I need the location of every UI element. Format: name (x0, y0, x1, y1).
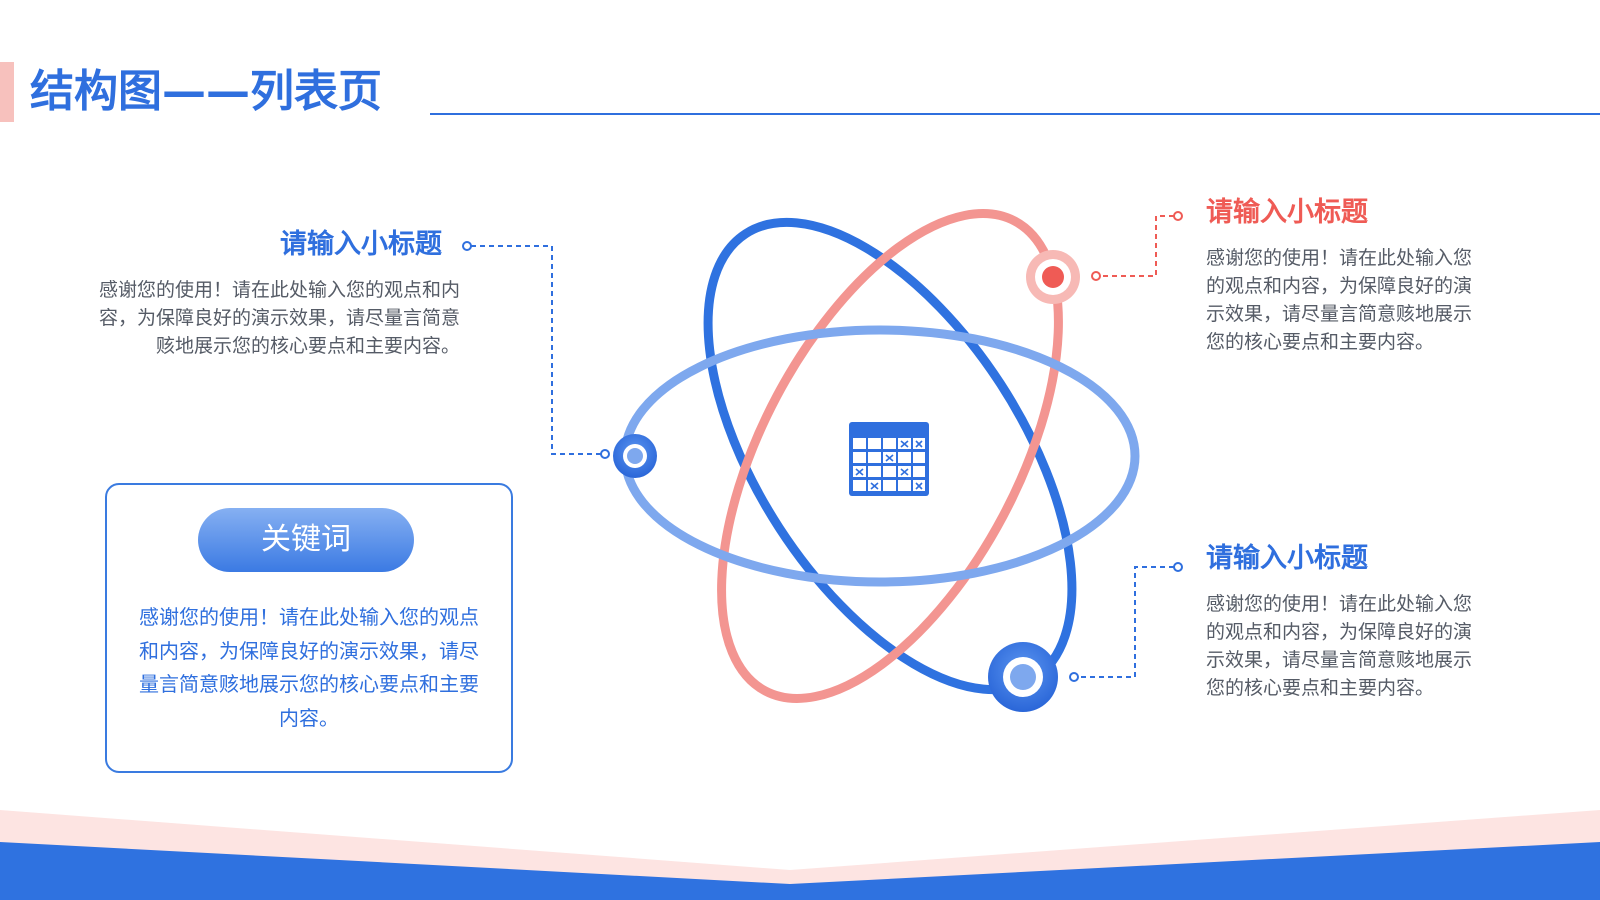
keyword-pill: 关键词 (198, 508, 414, 572)
connector-bottom-right (1078, 566, 1174, 678)
connector-dot-tr-node (1091, 271, 1101, 281)
right-top-description: 感谢您的使用！请在此处输入您的观点和内容，为保障良好的演示效果，请尽量言简意赅地… (1206, 247, 1473, 353)
keyword-card (105, 483, 513, 773)
connector-dot-br (1173, 562, 1183, 572)
orbit-node-left (613, 434, 657, 478)
connector-dot-left (462, 241, 472, 251)
footer-wave (0, 810, 1600, 900)
title-underline (430, 113, 1600, 115)
right-bottom-description: 感谢您的使用！请在此处输入您的观点和内容，为保障良好的演示效果，请尽量言简意赅地… (1206, 593, 1473, 699)
connector-top-right (1100, 215, 1174, 277)
connector-left (471, 245, 601, 455)
right-top-subtitle: 请输入小标题 (1206, 197, 1368, 228)
connector-dot-br-node (1069, 672, 1079, 682)
left-subtitle: 请输入小标题 (280, 229, 442, 260)
right-bottom-subtitle: 请输入小标题 (1206, 543, 1368, 574)
table-grid-icon (849, 422, 929, 496)
connector-dot-left-node (600, 449, 610, 459)
orbit-node-bottom (988, 642, 1058, 712)
footer-blue-band (0, 842, 1600, 900)
title-accent-bar (0, 62, 14, 122)
orbit-node-coral (1026, 250, 1080, 304)
orbit-coral (717, 209, 1063, 703)
left-description: 感谢您的使用！请在此处输入您的观点和内容，为保障良好的演示效果，请尽量言简意赅地… (98, 279, 460, 357)
connector-dot-tr (1173, 211, 1183, 221)
keyword-description: 感谢您的使用！请在此处输入您的观点和内容，为保障良好的演示效果，请尽量言简意赅地… (139, 605, 479, 730)
page-title: 结构图——列表页 (30, 66, 382, 117)
